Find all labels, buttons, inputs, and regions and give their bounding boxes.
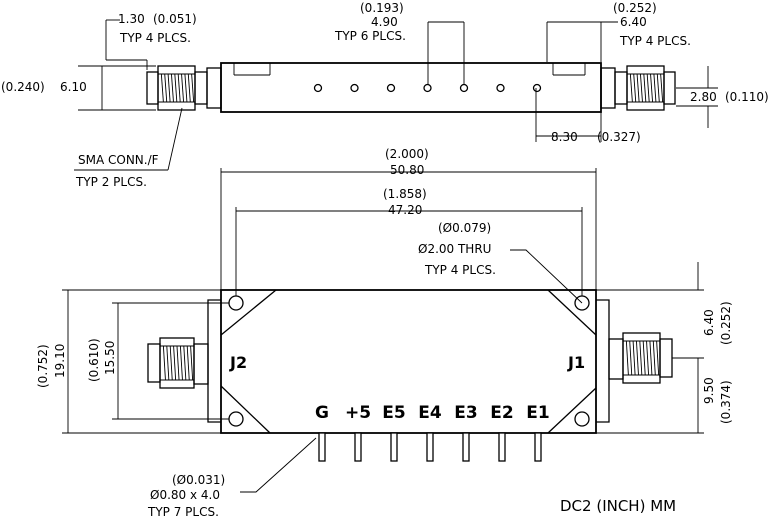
mount-hole-bottom-left (228, 411, 244, 427)
dim-overall-width-inch: (2.000) (385, 147, 429, 161)
dim-mount-height-mm: 15.50 (103, 341, 117, 375)
pin-note-inch: (Ø0.031) (172, 473, 225, 487)
dim-connector-length-inch: (0.051) (153, 12, 197, 26)
pin-label: E1 (526, 403, 549, 423)
dim-right-upper-inch: (0.252) (719, 301, 733, 345)
dim-connector-right-mm: 6.40 (620, 15, 647, 29)
pin-label: E2 (490, 403, 513, 423)
dim-overall-height-inch: (0.752) (36, 344, 50, 388)
top-hole (459, 83, 469, 93)
dim-connector-center-mm: 2.80 (690, 90, 717, 104)
units-caption: DC2 (INCH) MM (560, 497, 676, 515)
top-hole (386, 83, 396, 93)
dim-connector-right-note: TYP 4 PLCS. (619, 34, 691, 48)
right-sma-connector-front (608, 332, 673, 384)
dim-mount-pitch-mm: 47.20 (388, 203, 422, 217)
pin (498, 432, 506, 462)
pin (318, 432, 326, 462)
dim-hole-offset-inch: (0.327) (597, 130, 641, 144)
top-hole (496, 83, 505, 93)
pin (390, 432, 398, 462)
pin-label: +5 (345, 403, 371, 423)
pin-label: E4 (418, 403, 442, 423)
dim-height-inch: (0.240) (1, 80, 45, 94)
top-hole (350, 83, 359, 93)
dim-right-lower-inch: (0.374) (719, 380, 733, 424)
mount-hole-note-inch: (Ø0.079) (438, 221, 491, 235)
dim-overall-width-mm: 50.80 (390, 163, 424, 177)
top-hole (423, 83, 432, 93)
pin-note-line2: TYP 7 PLCS. (147, 505, 219, 519)
front-view: J2 J1 G +5 E5 E4 E3 E2 E1 (2.000) 50.80 (1.858… (36, 147, 733, 519)
mount-hole-note-line2: TYP 4 PLCS. (424, 263, 496, 277)
pin-row: G +5 E5 E4 E3 E2 E1 (315, 403, 550, 462)
top-hole-row (313, 83, 542, 93)
dim-connector-center-inch: (0.110) (725, 90, 769, 104)
right-sma-connector-top (600, 65, 676, 111)
mount-hole-note-line1: Ø2.00 THRU (418, 242, 491, 256)
top-body (220, 62, 602, 113)
dim-hole-pitch-note: TYP 6 PLCS. (334, 29, 406, 43)
pin-label: G (315, 403, 329, 423)
left-sma-connector-top (146, 65, 222, 111)
left-sma-connector-front (147, 337, 209, 389)
dim-height-mm: 6.10 (60, 80, 87, 94)
dim-mount-pitch-inch: (1.858) (383, 187, 427, 201)
front-body (220, 289, 597, 434)
dim-hole-pitch-inch: (0.193) (360, 1, 404, 15)
pin-label: E5 (382, 403, 405, 423)
top-view: 1.30 (0.051) TYP 4 PLCS. (0.193) 4.90 TY… (1, 1, 769, 189)
dim-right-upper-mm: 6.40 (702, 309, 716, 336)
pin (354, 432, 362, 462)
sma-note-line1: SMA CONN./F (78, 153, 159, 167)
pin (534, 432, 542, 462)
pin (462, 432, 470, 462)
mount-hole-bottom-right (574, 411, 590, 427)
port-label-right: J1 (567, 353, 585, 372)
sma-note-line2: TYP 2 PLCS. (75, 175, 147, 189)
dim-overall-height-mm: 19.10 (53, 344, 67, 378)
top-hole (313, 83, 323, 93)
pin (426, 432, 434, 462)
dim-connector-right-inch: (0.252) (613, 1, 657, 15)
pin-note-line1: Ø0.80 x 4.0 (150, 488, 220, 502)
mount-hole-top-left (228, 295, 244, 311)
port-label-left: J2 (229, 353, 247, 372)
dim-hole-pitch-mm: 4.90 (371, 15, 398, 29)
dim-connector-length-note: TYP 4 PLCS. (119, 31, 191, 45)
dim-mount-height-inch: (0.610) (87, 338, 101, 382)
pin-label: E3 (454, 403, 477, 423)
top-hole (532, 83, 542, 93)
dim-right-lower-mm: 9.50 (702, 377, 716, 404)
dim-connector-length-mm: 1.30 (118, 12, 145, 26)
dim-hole-offset-mm: 8.30 (551, 130, 578, 144)
